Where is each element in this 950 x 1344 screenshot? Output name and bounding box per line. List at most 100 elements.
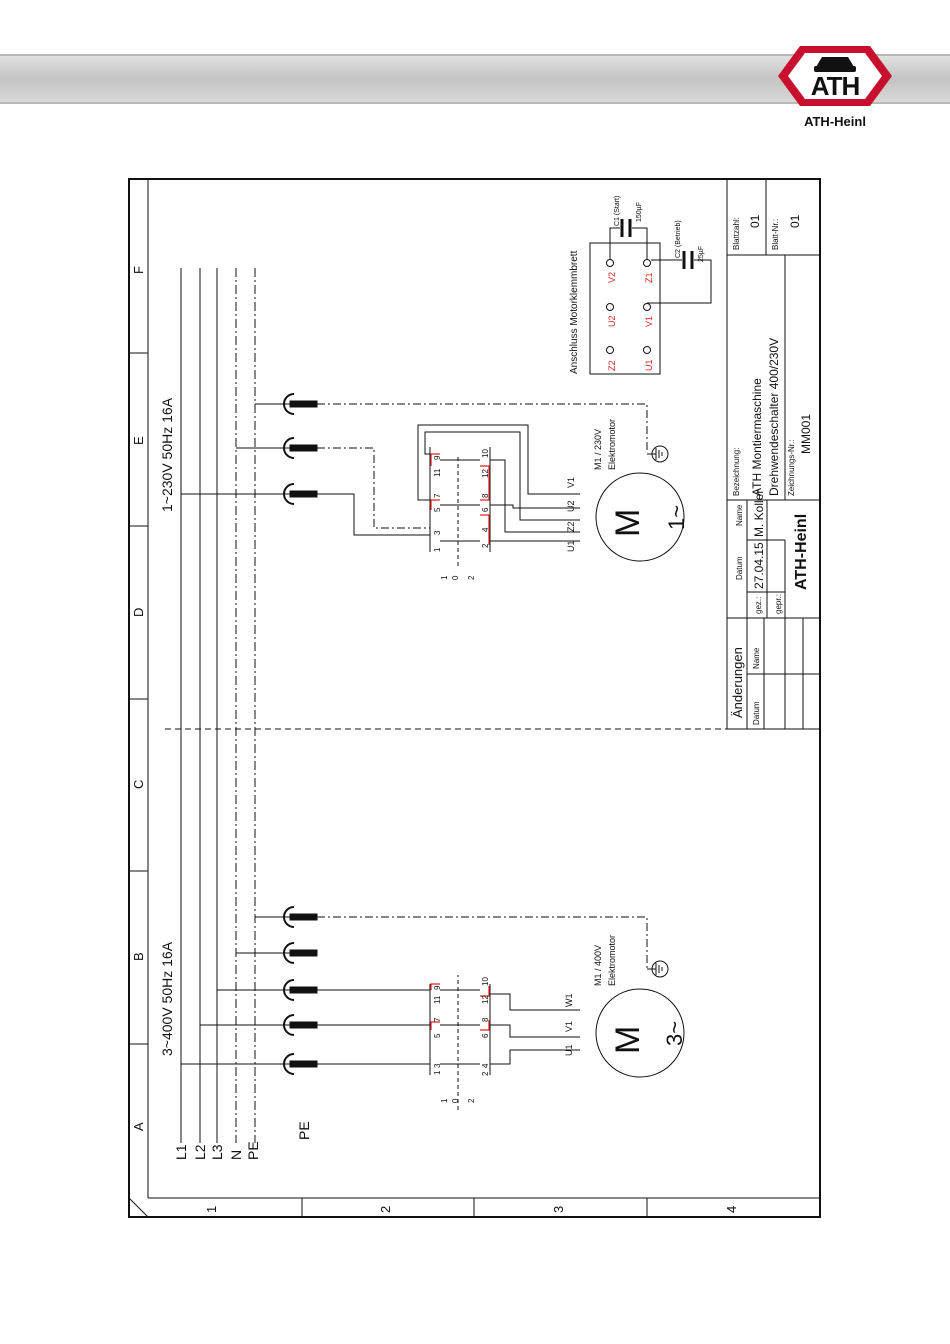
- contact-230v-1: 1: [433, 547, 442, 552]
- terminal-u2: U2: [607, 315, 617, 327]
- changes-heading: Änderungen: [730, 647, 745, 718]
- changes-col-datum: Datum: [752, 701, 761, 725]
- motor-400v-phase: 3~: [662, 1021, 687, 1046]
- contact-8: 8: [481, 1017, 490, 1022]
- contact-7: 7: [433, 1017, 442, 1022]
- title-block-text: Änderungen Datum Name Datum Name gez.: g…: [730, 214, 813, 725]
- column-labels: A B C D E F: [131, 266, 146, 1131]
- contact-230v-8: 8: [481, 493, 490, 498]
- changeover-switch-400v: 1 0 2 1 3 5 7 11 9 2 4 6 8 12 10: [429, 975, 491, 1110]
- gez-label: gez.:: [754, 597, 763, 614]
- changes-col-name: Name: [752, 647, 761, 669]
- contact-230v-12: 12: [481, 469, 490, 478]
- contact-230v-3: 3: [433, 530, 442, 535]
- column-label-b: B: [131, 952, 146, 961]
- brand-name: ATH-Heinl: [804, 114, 866, 129]
- contact-230v-5: 5: [433, 507, 442, 512]
- supply-label-230v: 1~230V 50Hz 16A: [159, 397, 175, 512]
- motor-230v-terminal-z2: Z2: [566, 521, 576, 532]
- c1-label: C1 (Start): [614, 196, 621, 226]
- supply-label-400v: 3~400V 50Hz 16A: [159, 941, 175, 1056]
- c2-label: C2 (Betrieb): [675, 220, 682, 258]
- switch-230v-pos-2: 2: [467, 575, 476, 580]
- terminal-v1: V1: [644, 316, 654, 327]
- contact-230v-11: 11: [433, 468, 442, 477]
- motor-230v-terminal-u1: U1: [566, 540, 576, 552]
- contact-5: 5: [433, 1033, 442, 1038]
- drawn-author: M. Koller: [752, 490, 766, 537]
- motor-230v-terminal-u2: U2: [566, 500, 576, 512]
- drawing-number: MM001: [799, 414, 813, 454]
- title-line-1: ATH Montiermaschine: [750, 378, 764, 496]
- contact-12: 12: [481, 995, 490, 1004]
- terminal-z2: Z2: [607, 360, 617, 371]
- bus-label-n: N: [228, 1150, 244, 1160]
- motor-400v-type: Elektromotor: [607, 935, 617, 986]
- drawn-date: 27.04.15: [752, 542, 766, 589]
- contact-10: 10: [481, 977, 490, 986]
- motor-230v-type: Elektromotor: [607, 419, 617, 470]
- contact-230v-2: 2: [481, 543, 490, 548]
- contact-230v-7: 7: [433, 493, 442, 498]
- contact-4: 4: [481, 1063, 490, 1068]
- switch-pos-0: 0: [451, 1098, 460, 1103]
- motor-230v-name: M1 / 230V: [593, 429, 603, 470]
- blattzahl-label: Blattzahl:: [732, 217, 741, 250]
- terminal-u1: U1: [644, 359, 654, 371]
- logo-letters: ATH: [811, 71, 860, 101]
- switch-230v-pos-0: 0: [451, 575, 460, 580]
- contact-3: 3: [433, 1063, 442, 1068]
- motor-terminal-board: Anschluss Motorklemmbrett Z2 U2 V2 U1 V1…: [569, 196, 712, 375]
- column-label-f: F: [131, 266, 146, 274]
- changeover-switch-230v: 1 0 2 1 3 5 7 11 9 2 4 6 8 12 10: [429, 447, 491, 580]
- c1-value: 150µF: [636, 202, 643, 222]
- terminal-v2: V2: [607, 272, 617, 283]
- wiring-400v: [181, 916, 648, 1065]
- contact-230v-9: 9: [433, 455, 442, 460]
- terminal-board-title: Anschluss Motorklemmbrett: [569, 250, 580, 374]
- motor-400v-symbol: M: [609, 1026, 647, 1054]
- column-label-c: C: [131, 780, 146, 789]
- motor-400v-terminal-v1: V1: [564, 1021, 574, 1032]
- bus-labels: L1 L2 L3 N PE PE: [173, 1121, 312, 1160]
- car-icon: [814, 57, 856, 72]
- contact-6: 6: [481, 1033, 490, 1038]
- bus-label-l1: L1: [173, 1144, 189, 1160]
- ath-heinl-logo: ATH ATH-Heinl: [778, 46, 892, 129]
- column-label-a: A: [131, 1122, 146, 1131]
- motor-400v-terminal-u1: U1: [564, 1044, 574, 1056]
- blattzahl-value: 01: [748, 214, 762, 228]
- row-labels: 1 2 3 4: [204, 1206, 739, 1213]
- switch-pos-2: 2: [467, 1098, 476, 1103]
- col-datum-label: Datum: [735, 556, 744, 580]
- contact-9: 9: [433, 985, 442, 990]
- bus-label-pe: PE: [245, 1141, 261, 1160]
- title-block: [726, 179, 820, 730]
- row-label-4: 4: [724, 1206, 739, 1213]
- switch-pos-1: 1: [440, 1098, 449, 1103]
- title-line-2: Drehwendeschalter 400/230V: [767, 338, 781, 496]
- column-label-e: E: [131, 436, 146, 445]
- earth-icon-400v: [647, 960, 669, 978]
- contact-1: 1: [433, 1070, 442, 1075]
- bus-label-l2: L2: [192, 1144, 208, 1160]
- terminal-z1: Z1: [644, 272, 654, 283]
- contact-11: 11: [433, 995, 442, 1004]
- motor-400v-name: M1 / 400V: [593, 945, 603, 986]
- motor-230v-phase: 1~: [664, 505, 689, 530]
- blattnr-label: Blatt-Nr.:: [771, 219, 780, 250]
- bezeichnung-label: Bezeichnung:: [732, 448, 741, 496]
- blattnr-value: 01: [788, 214, 802, 228]
- zeichnung-label: Zeichnungs-Nr.:: [787, 440, 796, 496]
- row-label-2: 2: [378, 1206, 393, 1213]
- motor-230v: M 1~ M1 / 230V Elektromotor U1 Z2 U2 V1: [566, 419, 689, 562]
- motor-400v-terminal-w1: W1: [564, 994, 574, 1008]
- c2-value: 25µF: [698, 246, 705, 262]
- gepr-label: gepr.:: [774, 594, 783, 614]
- motor-400v: M 3~ M1 / 400V Elektromotor U1 V1 W1: [564, 935, 687, 1078]
- plug-connectors-230v: [283, 393, 318, 505]
- column-label-d: D: [131, 608, 146, 617]
- motor-230v-terminal-v1: V1: [566, 477, 576, 488]
- pe-label: PE: [296, 1121, 312, 1140]
